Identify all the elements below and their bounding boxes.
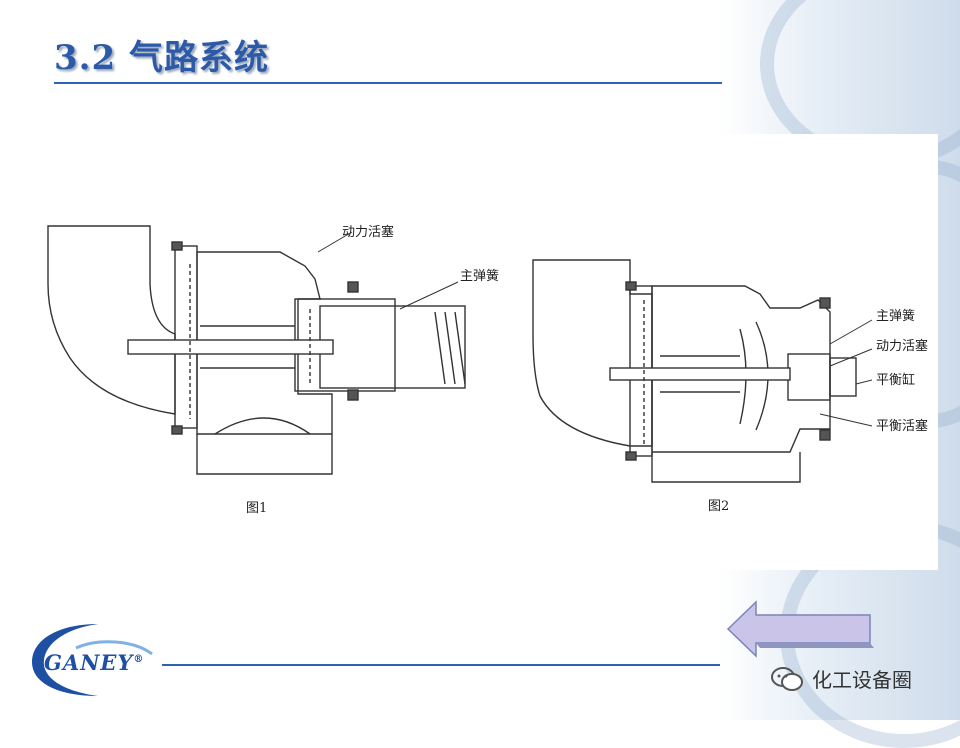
- drawing-panel: 动力活塞 主弹簧 图1 主弹簧 动力活塞 平衡缸 平衡活塞 图2: [40, 134, 938, 570]
- fig2-label-main-spring: 主弹簧: [876, 308, 915, 324]
- fig1-label-main-spring: 主弹簧: [460, 268, 499, 284]
- title-divider: [54, 82, 722, 84]
- fig2-label-balance-cylinder: 平衡缸: [876, 372, 915, 388]
- watermark-text: 化工设备圈: [812, 668, 912, 692]
- wechat-watermark: 化工设备圈: [770, 664, 912, 693]
- ganey-logo-text: GANEY®: [44, 650, 144, 675]
- wechat-icon: [771, 666, 803, 691]
- footer-divider: [162, 664, 720, 666]
- slide-title: 3.2 气路系统: [54, 38, 269, 78]
- technical-drawings: 动力活塞 主弹簧 图1 主弹簧 动力活塞 平衡缸 平衡活塞 图2: [47, 224, 928, 516]
- fig2-label-balance-piston: 平衡活塞: [876, 418, 928, 434]
- back-arrow-icon[interactable]: [726, 598, 876, 660]
- logo-wordmark: GANEY: [44, 650, 134, 675]
- fig2-label-power-piston: 动力活塞: [876, 338, 928, 354]
- figure1-drawing: [47, 225, 466, 475]
- fig1-label-power-piston: 动力活塞: [342, 224, 394, 240]
- logo-registered-mark: ®: [133, 654, 145, 665]
- fig2-caption: 图2: [708, 499, 729, 514]
- figure2-drawing: [532, 259, 873, 483]
- fig1-caption: 图1: [246, 501, 267, 516]
- ganey-logo: [32, 624, 153, 696]
